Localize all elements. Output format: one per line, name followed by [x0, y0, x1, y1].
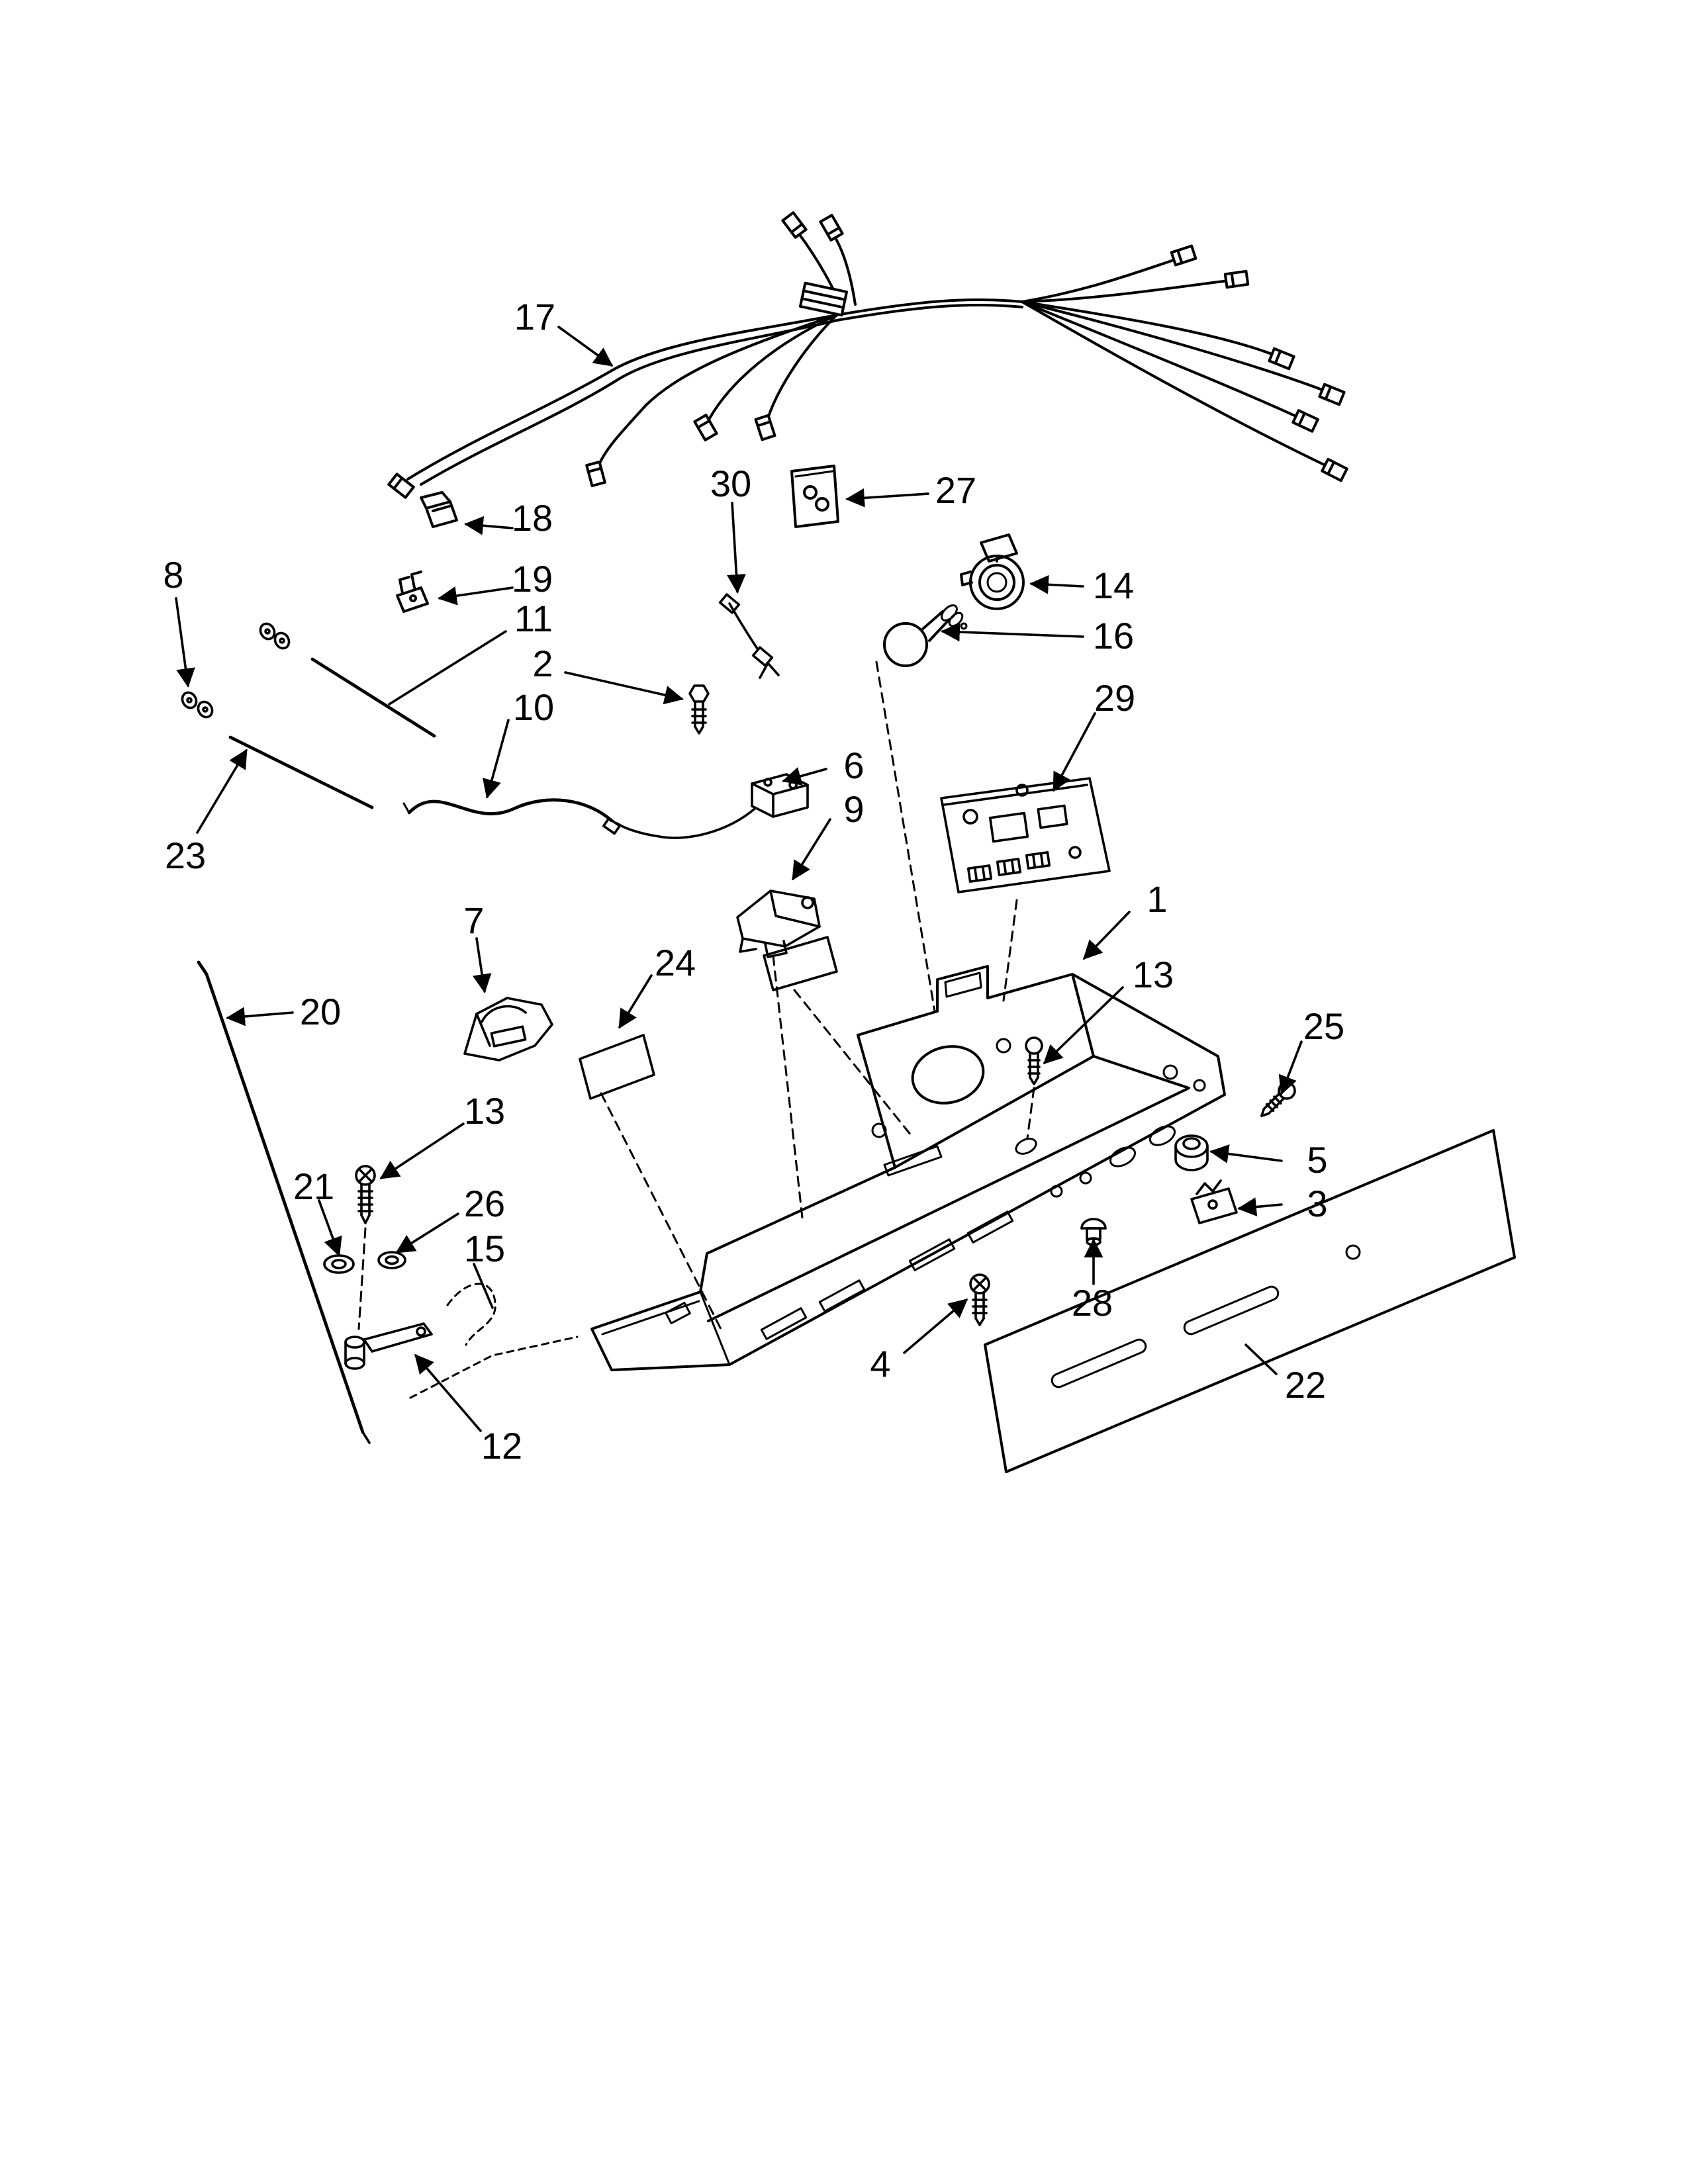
thermostat-6 — [602, 773, 809, 839]
clip-19 — [396, 570, 429, 613]
callout-1: 1 — [1147, 879, 1168, 920]
screw-13-left — [355, 1165, 376, 1330]
callout-16: 16 — [1092, 615, 1135, 657]
callout-22: 22 — [1284, 1365, 1327, 1406]
callout-18: 18 — [511, 498, 553, 539]
hidden-wire-15 — [409, 1283, 579, 1399]
pivot-bracket-12 — [344, 1322, 433, 1370]
callout-7: 7 — [463, 900, 485, 941]
callout-13-right: 13 — [1132, 954, 1174, 995]
washer-21 — [323, 1254, 355, 1274]
callout-5: 5 — [1307, 1140, 1328, 1181]
washer-26 — [377, 1251, 406, 1269]
clip-18 — [420, 491, 458, 528]
callout-9: 9 — [843, 789, 865, 830]
capillary-tube-10 — [402, 798, 614, 823]
callout-27: 27 — [935, 470, 977, 511]
wire-connector-30 — [718, 593, 780, 679]
screw-4 — [969, 1273, 990, 1326]
control-board-29 — [940, 777, 1111, 893]
callout-15: 15 — [463, 1228, 506, 1269]
callout-13-left: 13 — [463, 1091, 506, 1132]
callout-14: 14 — [1092, 565, 1135, 606]
callout-12: 12 — [481, 1426, 523, 1467]
wire-harness — [387, 211, 1348, 499]
callout-21: 21 — [293, 1166, 335, 1207]
callout-2: 2 — [532, 643, 553, 684]
callout-6: 6 — [843, 745, 865, 786]
bracket-9 — [736, 889, 821, 958]
leader-lines — [175, 326, 1303, 1432]
control-housing-1 — [590, 660, 1226, 1371]
callout-8: 8 — [163, 555, 184, 596]
clip-7 — [463, 997, 553, 1062]
callout-29: 29 — [1094, 678, 1136, 719]
rod-20 — [197, 960, 371, 1444]
callout-24: 24 — [654, 942, 696, 983]
callout-4: 4 — [870, 1343, 891, 1385]
access-panel-22 — [984, 1129, 1516, 1473]
rod-23 — [228, 735, 374, 809]
switch-3 — [1190, 1179, 1238, 1224]
labels-24 — [579, 936, 915, 1332]
callout-23: 23 — [164, 835, 207, 876]
callout-20: 20 — [299, 991, 342, 1032]
light-bulb-16 — [883, 604, 968, 667]
grommets-8 — [181, 622, 291, 719]
knob-5 — [1174, 1134, 1209, 1171]
harness-connectors — [387, 211, 1348, 499]
callout-19: 19 — [511, 559, 553, 600]
screw-13-housing — [1015, 1036, 1043, 1155]
callout-28: 28 — [1071, 1283, 1113, 1324]
rod-11 — [310, 657, 436, 738]
lamp-socket-14 — [960, 533, 1025, 610]
callout-26: 26 — [463, 1183, 506, 1224]
callout-11: 11 — [514, 598, 553, 639]
callout-17: 17 — [514, 296, 556, 338]
callout-30: 30 — [710, 463, 752, 504]
callout-10: 10 — [512, 687, 555, 728]
screw-25 — [1260, 1081, 1296, 1117]
callout-3: 3 — [1307, 1183, 1328, 1224]
screw-2 — [688, 684, 710, 735]
plate-27 — [790, 465, 839, 528]
callout-25: 25 — [1303, 1006, 1345, 1047]
